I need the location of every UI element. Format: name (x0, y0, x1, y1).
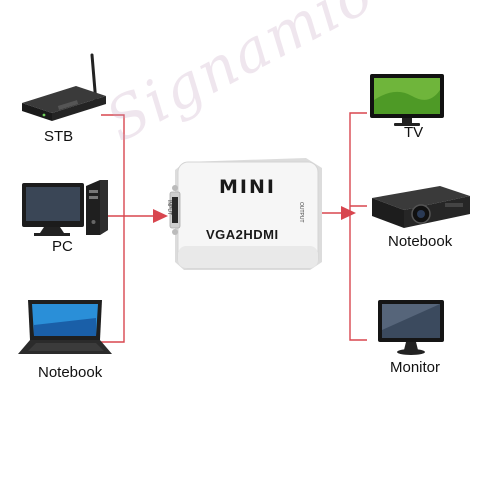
output-label-tv: TV (404, 124, 424, 141)
output-connectors (320, 112, 367, 341)
converter-brand-text: MINI (219, 176, 276, 198)
output-label-notebook: Notebook (388, 233, 453, 250)
projector-icon (372, 186, 470, 228)
input-arrow-head (153, 209, 168, 223)
input-bracket-line (101, 114, 125, 343)
stb-icon (22, 53, 106, 121)
converter-box (169, 158, 322, 270)
monitor-icon (378, 300, 444, 355)
input-label-notebook: Notebook (38, 364, 103, 381)
output-label-monitor: Monitor (390, 359, 441, 376)
tv-icon (370, 74, 444, 126)
notebook-input-icon (18, 300, 112, 354)
converter-model-text: VGA2HDMI (206, 227, 279, 242)
pc-icon (22, 180, 108, 236)
output-arrow-head (341, 206, 356, 220)
input-label-pc: PC (52, 238, 73, 255)
input-connectors (101, 114, 153, 343)
input-label-stb: STB (44, 128, 74, 145)
converter-output-port-label: OUTPUT (298, 202, 304, 223)
output-bracket-line (349, 112, 367, 341)
converter-input-port-label: INPUT (166, 200, 172, 215)
